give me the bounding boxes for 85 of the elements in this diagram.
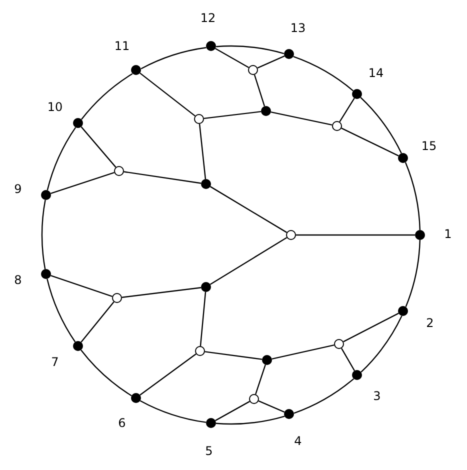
vertex-number: 7 xyxy=(51,355,59,369)
filled-vertex xyxy=(284,409,294,419)
vertex-number: 8 xyxy=(14,273,22,287)
graph-edge xyxy=(341,128,399,156)
filled-vertex xyxy=(201,179,211,189)
graph-edge xyxy=(293,56,354,92)
hollow-vertex xyxy=(334,339,344,349)
filled-vertex xyxy=(131,65,141,75)
graph-edge xyxy=(216,416,285,425)
graph-edge xyxy=(215,48,249,68)
filled-vertex xyxy=(73,118,83,128)
hollow-vertex xyxy=(112,293,122,303)
graph-edge xyxy=(50,172,114,194)
filled-vertex xyxy=(415,230,425,240)
graph-edge xyxy=(140,353,196,396)
graph-edge xyxy=(81,73,133,120)
graph-edge xyxy=(215,400,250,422)
graph-edge xyxy=(360,316,402,372)
vertex-number: 6 xyxy=(118,416,126,430)
graph-edge xyxy=(210,237,288,285)
filled-vertex xyxy=(131,393,141,403)
graph-edge xyxy=(272,344,334,360)
graph-edge xyxy=(405,240,421,307)
hollow-vertex xyxy=(332,121,342,131)
filled-vertex xyxy=(261,106,271,116)
graph-edge xyxy=(80,126,116,168)
filled-vertex xyxy=(398,306,408,316)
graph-edge xyxy=(339,98,355,122)
graph-edge xyxy=(122,287,202,298)
graph-edge xyxy=(140,72,196,116)
filled-vertex xyxy=(398,153,408,163)
vertex-number: 10 xyxy=(47,100,63,114)
vertex-number: 12 xyxy=(200,11,216,25)
graph-edge xyxy=(341,348,355,371)
hollow-vertex xyxy=(195,346,205,356)
graph-edge xyxy=(254,74,266,106)
filled-vertex xyxy=(206,41,216,51)
graph-edge xyxy=(124,171,202,184)
filled-vertex xyxy=(206,418,216,428)
filled-vertex xyxy=(41,269,51,279)
graph-edge xyxy=(257,55,285,69)
vertex-number: 3 xyxy=(373,389,381,403)
vertex-number: 13 xyxy=(290,21,306,35)
graph-edge xyxy=(41,200,46,270)
graph-edge xyxy=(200,292,206,346)
graph-edge xyxy=(50,275,112,297)
vertex-number: 9 xyxy=(14,182,22,196)
graph-edge xyxy=(46,278,76,342)
graph-edge xyxy=(204,351,262,360)
graph-edge xyxy=(80,302,114,342)
hollow-vertex xyxy=(194,114,204,124)
filled-vertex xyxy=(41,190,51,200)
vertex-number: 5 xyxy=(205,444,213,458)
graph-edge xyxy=(140,47,206,70)
graph-edge xyxy=(140,400,206,423)
filled-vertex xyxy=(262,355,272,365)
vertex-number: 11 xyxy=(114,39,130,53)
graph-edge xyxy=(46,127,76,190)
filled-vertex xyxy=(201,282,211,292)
hollow-vertex xyxy=(249,394,259,404)
graph-edge xyxy=(343,312,399,342)
graph-edge xyxy=(258,400,285,413)
filled-vertex xyxy=(352,370,362,380)
vertex-number: 14 xyxy=(368,66,384,80)
graph-edge xyxy=(270,111,332,126)
graph-edge xyxy=(296,234,415,236)
hollow-vertex xyxy=(114,166,124,176)
vertex-number: 15 xyxy=(421,139,437,153)
graph-edge xyxy=(210,186,288,233)
hollow-vertex xyxy=(286,230,296,240)
vertex-number: 2 xyxy=(426,316,434,330)
vertex-number: 4 xyxy=(294,434,302,448)
filled-vertex xyxy=(352,89,362,99)
graph-edge xyxy=(216,45,284,54)
graph-edge xyxy=(255,364,266,394)
graph-edge xyxy=(404,162,421,230)
graph-edge xyxy=(198,124,206,180)
graph-edge xyxy=(360,97,402,154)
graph-edge xyxy=(294,378,354,414)
graph-edge xyxy=(204,111,262,119)
filled-vertex xyxy=(73,341,83,351)
vertex-number: 1 xyxy=(444,227,452,241)
hollow-vertex xyxy=(248,65,258,75)
filled-vertex xyxy=(284,49,294,59)
graph-edge xyxy=(80,350,132,396)
